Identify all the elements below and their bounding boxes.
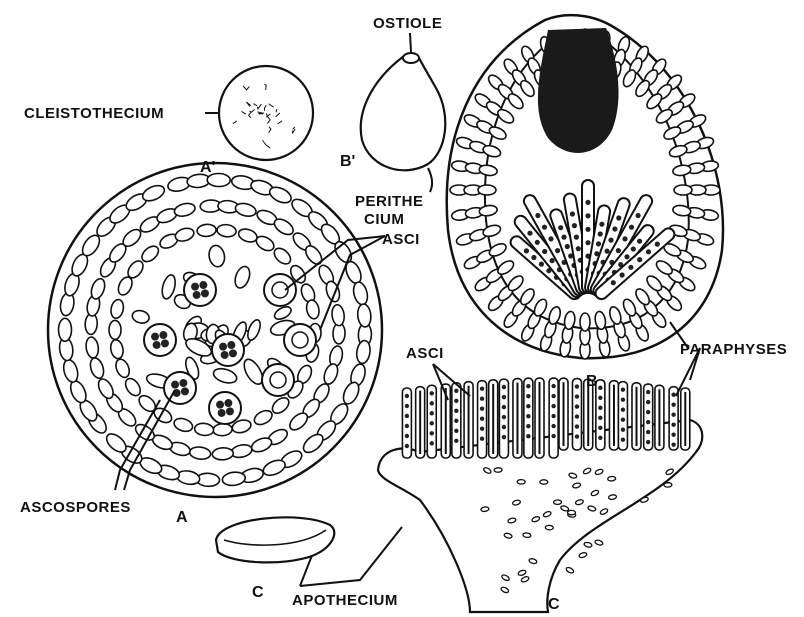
- letter-c-left: C: [252, 584, 264, 601]
- label-perithecium-line2: CIUM: [364, 211, 404, 228]
- perithecium-flask-drawing: [361, 53, 446, 170]
- label-asci-bottom: ASCI: [406, 345, 444, 362]
- label-ostiole: OSTIOLE: [373, 15, 442, 32]
- letter-a-prime: A': [200, 159, 215, 176]
- letter-b: B: [586, 373, 598, 390]
- perithecium-leader: [428, 168, 432, 192]
- letter-a: A: [176, 509, 188, 526]
- label-cleistothecium: CLEISTOTHECIUM: [24, 105, 164, 122]
- label-apothecium: APOTHECIUM: [292, 592, 398, 609]
- label-asci-top: ASCI: [382, 231, 420, 248]
- apothecium-cup-drawing: [216, 517, 334, 562]
- cleistothecium-drawing: [219, 66, 313, 160]
- letter-b-prime: B': [340, 153, 355, 170]
- letter-c-right: C: [548, 596, 560, 613]
- cleistothecium-section: [48, 163, 382, 497]
- perithecium-section: [447, 15, 723, 359]
- label-ascospores: ASCOSPORES: [20, 499, 131, 516]
- label-paraphyses: PARAPHYSES: [680, 341, 787, 358]
- apothecium-section: [378, 378, 702, 612]
- label-perithecium-line1: PERITHE: [355, 193, 424, 210]
- ostiole-leader: [410, 33, 411, 52]
